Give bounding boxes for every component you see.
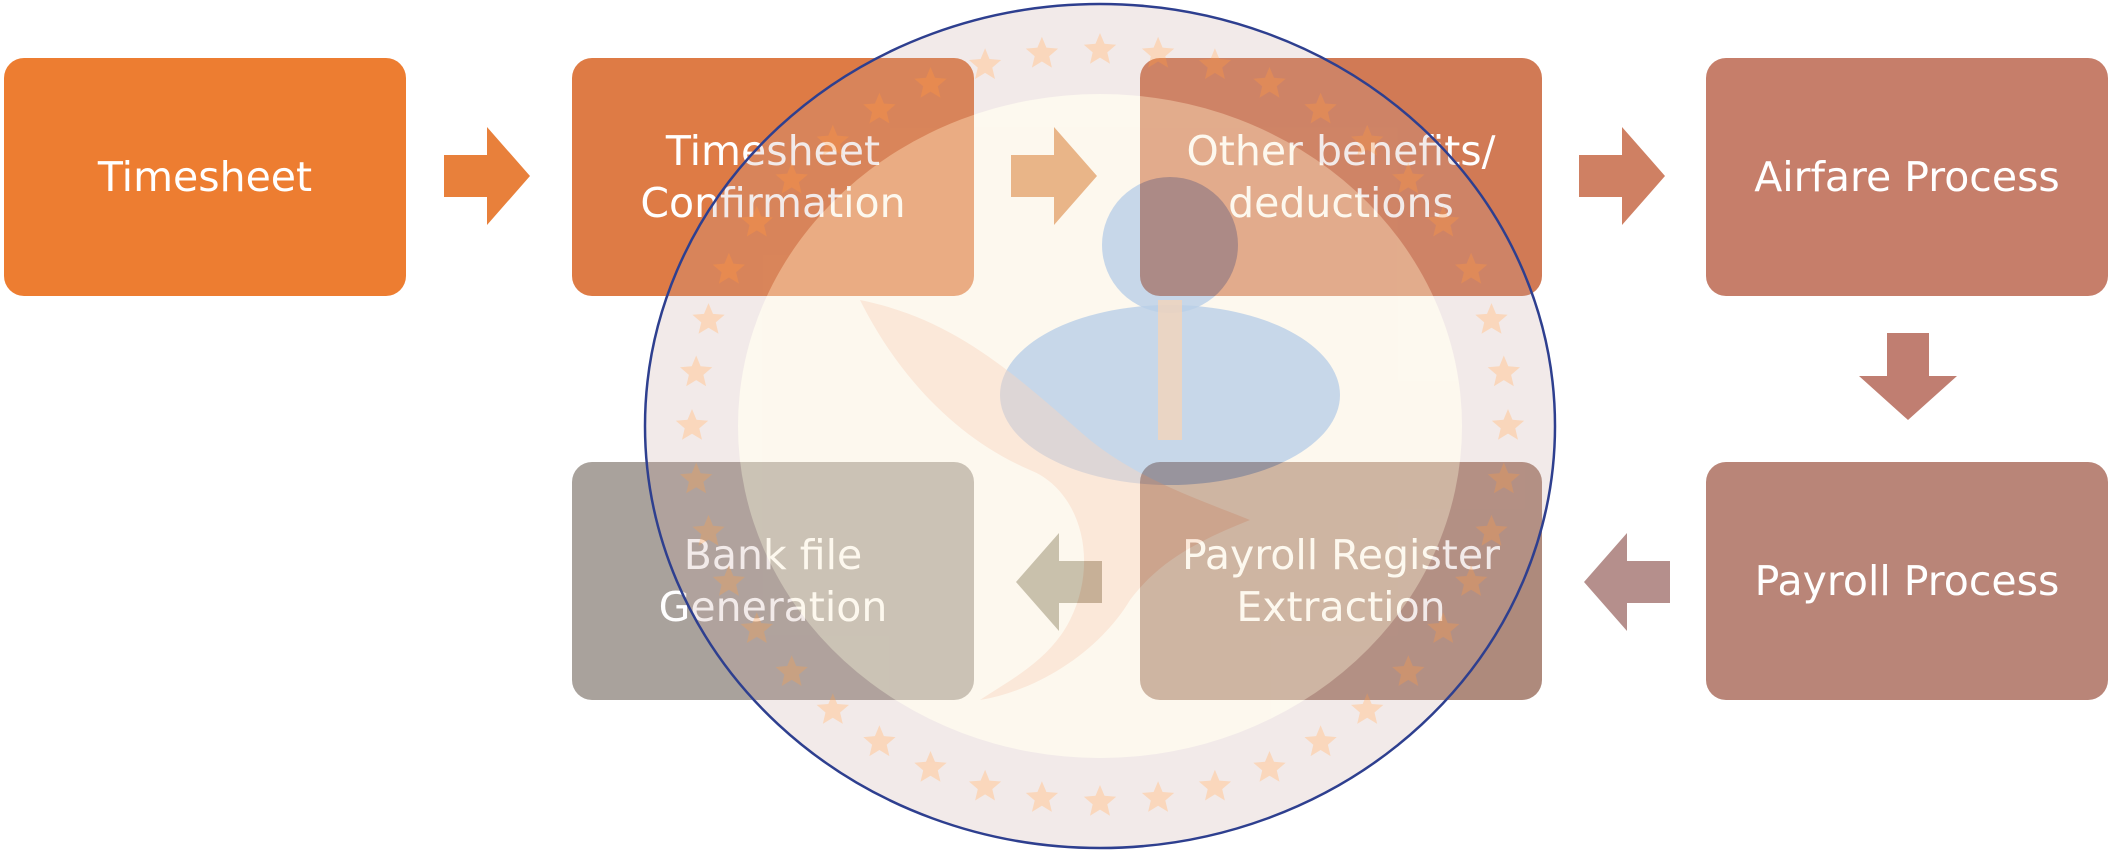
step-payroll-process: Payroll Process (1706, 462, 2108, 700)
step-timesheet: Timesheet (4, 58, 406, 296)
step-label: Payroll Process (1754, 557, 2060, 605)
step-label: Airfare Process (1754, 153, 2060, 201)
step-label: Timesheet (97, 153, 313, 201)
arrow-left-icon (1584, 533, 1670, 631)
arrow-right-icon (444, 127, 530, 225)
arrow-right-icon (1011, 127, 1097, 225)
arrow-down-icon (1859, 333, 1957, 420)
arrow-right-icon (1579, 127, 1665, 225)
step-airfare-process: Airfare Process (1706, 58, 2108, 296)
arrow-left-icon (1016, 533, 1102, 631)
